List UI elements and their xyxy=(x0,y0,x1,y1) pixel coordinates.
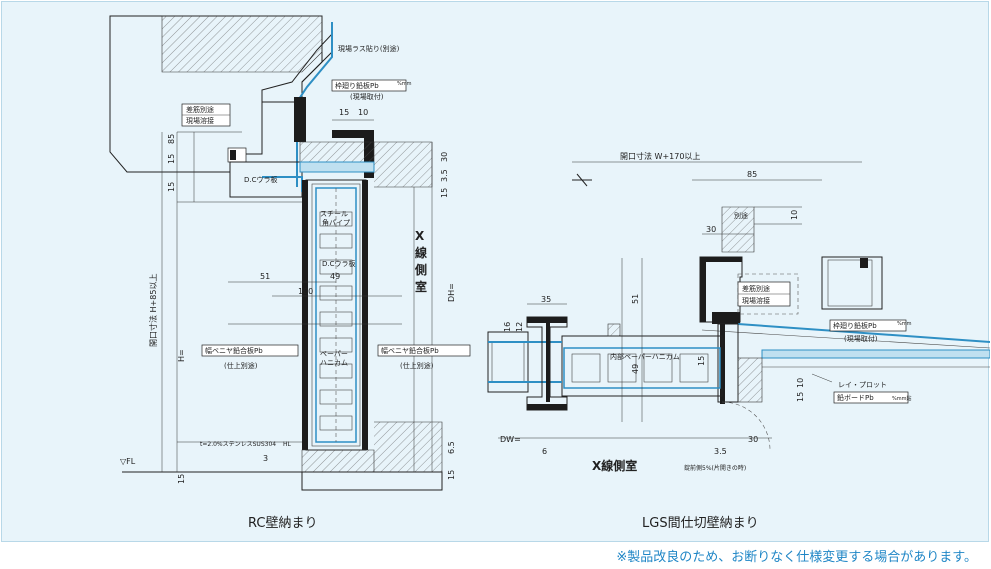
lgs-stud xyxy=(821,256,883,310)
svg-text:別途: 別途 xyxy=(734,211,748,220)
lgs-wall-title: LGS間仕切壁納まり xyxy=(642,516,759,531)
svg-text:16: 16 xyxy=(503,322,512,332)
svg-text:15: 15 xyxy=(177,474,186,484)
svg-text:10: 10 xyxy=(790,210,799,220)
x-ray-room-label-left: X 線 側 室 xyxy=(414,229,431,294)
inner-honeycomb-label: 内部ペーパーハニカム xyxy=(610,352,680,361)
svg-text:D.Cウラ板: D.Cウラ板 xyxy=(322,259,356,268)
ray-proof-label: レイ・プロット xyxy=(838,381,887,389)
honeycomb-cells xyxy=(319,211,353,431)
svg-text:15: 15 xyxy=(697,356,706,366)
door-stop xyxy=(332,130,374,138)
svg-text:100: 100 xyxy=(298,287,313,296)
svg-text:%mm: %mm xyxy=(897,321,912,327)
swing-arc xyxy=(721,401,771,451)
svg-text:49: 49 xyxy=(631,364,640,374)
svg-text:3.5: 3.5 xyxy=(714,447,727,456)
svg-text:10: 10 xyxy=(796,378,805,388)
opening-width-label: 開口寸法 W+170以上 xyxy=(620,151,700,161)
hinge-note: 錠前側5%(片開きの時) xyxy=(684,464,746,472)
svg-text:(仕上別途): (仕上別途) xyxy=(224,361,258,370)
lgs-wall-diagram: 開口寸法 W+170以上 85 別途 10 30 差筋別途 現場溶接 枠廻り鉛板… xyxy=(487,151,990,531)
svg-text:3: 3 xyxy=(263,454,268,463)
svg-text:85: 85 xyxy=(747,170,757,179)
svg-text:角パイプ: 角パイプ xyxy=(322,218,350,227)
lead-board-label: 鉛ボードPb xyxy=(837,393,874,402)
svg-text:6.5: 6.5 xyxy=(447,441,456,454)
separate-block xyxy=(721,206,755,253)
svg-text:15: 15 xyxy=(796,392,805,402)
svg-text:差筋別途: 差筋別途 xyxy=(742,284,770,293)
svg-text:30: 30 xyxy=(748,435,758,444)
lath-label: 現場ラス貼り(別途) xyxy=(338,44,400,53)
svg-text:ハニカム: ハニカム xyxy=(320,359,348,367)
svg-text:3.5: 3.5 xyxy=(440,169,449,182)
svg-text:%mm貼: %mm貼 xyxy=(892,395,912,402)
svg-text:15: 15 xyxy=(167,182,176,192)
svg-text:HL: HL xyxy=(283,441,292,448)
svg-text:12: 12 xyxy=(515,322,524,332)
svg-text:51: 51 xyxy=(631,294,640,304)
svg-text:15: 15 xyxy=(447,470,456,480)
svg-text:51: 51 xyxy=(260,272,270,281)
rc-wall-diagram: 現場ラス貼り(別途) 枠廻り鉛板Pb %mm (現場取付) 差筋別途 現場溶接 … xyxy=(109,15,471,531)
svg-text:現場溶接: 現場溶接 xyxy=(742,296,770,305)
svg-text:10: 10 xyxy=(358,108,368,117)
dc-plate-label: D.Cウラ板 xyxy=(244,175,278,184)
frame-lead-note: (現場取付) xyxy=(350,92,384,101)
svg-text:スチール: スチール xyxy=(320,210,348,218)
header-hatch xyxy=(374,141,433,188)
svg-text:15: 15 xyxy=(167,154,176,164)
dw-label: DW= xyxy=(500,435,521,444)
svg-text:6: 6 xyxy=(542,447,547,456)
wall-hatch-top xyxy=(161,15,323,73)
rc-wall-title: RC壁納まり xyxy=(248,516,317,531)
veneer-lead-right: 幅ベニヤ鉛合板Pb xyxy=(381,346,439,355)
svg-text:差筋別途: 差筋別途 xyxy=(186,105,214,114)
svg-text:15: 15 xyxy=(440,188,449,198)
opening-height-label: 開口寸法 H+85以上 xyxy=(148,274,158,347)
disclaimer-note: ※製品改良のため、お断りなく仕様変更する場合があります。 xyxy=(616,550,977,565)
frame-lead-label: 枠廻り鉛板Pb xyxy=(335,81,379,90)
concrete-wall-outline xyxy=(109,15,323,173)
drawing-panel: 現場ラス貼り(別途) 枠廻り鉛板Pb %mm (現場取付) 差筋別途 現場溶接 … xyxy=(1,1,990,542)
technical-drawing: 現場ラス貼り(別途) 枠廻り鉛板Pb %mm (現場取付) 差筋別途 現場溶接 … xyxy=(109,15,990,531)
sill-hatch xyxy=(301,449,375,473)
svg-text:35: 35 xyxy=(541,295,551,304)
fl-label: ▽FL xyxy=(120,457,136,466)
svg-text:H=: H= xyxy=(177,349,186,362)
header-frame xyxy=(294,97,306,142)
lead-board xyxy=(761,349,990,359)
svg-text:DH=: DH= xyxy=(447,283,456,302)
frame-lead-right: 枠廻り鉛板Pb xyxy=(833,321,877,330)
stainless-label: t=2.0%ステンレスSUS304 xyxy=(200,441,276,448)
svg-text:30: 30 xyxy=(440,152,449,162)
svg-text:%mm: %mm xyxy=(397,81,412,87)
svg-text:現場溶接: 現場溶接 xyxy=(186,116,214,125)
svg-text:(仕上別途): (仕上別途) xyxy=(400,361,434,370)
svg-text:(現場取付): (現場取付) xyxy=(844,334,878,343)
lead-plate-line xyxy=(737,323,990,343)
svg-text:49: 49 xyxy=(330,272,340,281)
svg-text:ペーパー: ペーパー xyxy=(320,350,348,358)
x-ray-room-label-right: X線側室 xyxy=(592,458,637,473)
veneer-lead-left: 幅ベニヤ鉛合板Pb xyxy=(205,346,263,355)
svg-text:30: 30 xyxy=(706,225,716,234)
svg-text:85: 85 xyxy=(167,134,176,144)
svg-text:15: 15 xyxy=(339,108,349,117)
